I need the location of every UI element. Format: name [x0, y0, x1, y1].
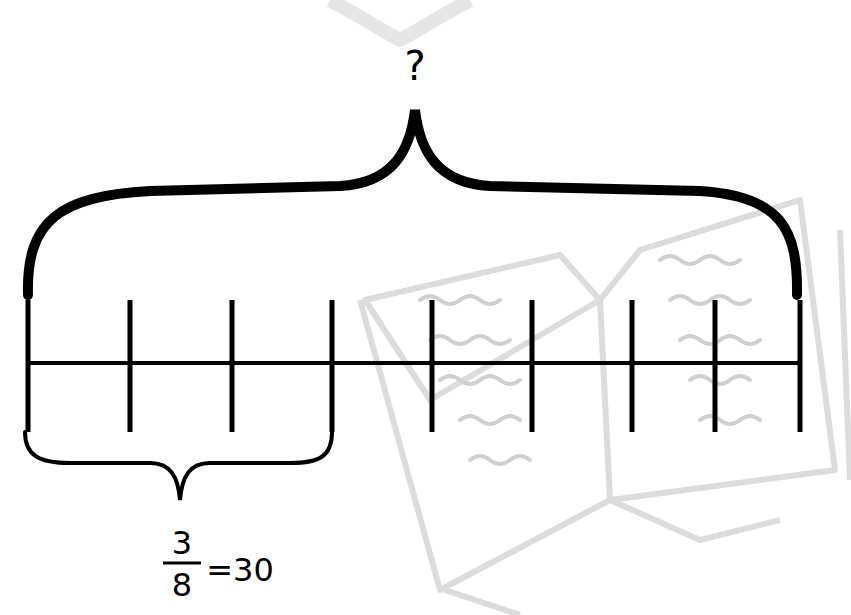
fraction-denominator: 8: [172, 569, 192, 601]
book-watermark: [330, 0, 850, 615]
fraction-numerator: 3: [172, 527, 192, 559]
fraction-bar: [163, 562, 201, 565]
equals-value: =30: [206, 554, 274, 586]
tape-line: [28, 361, 800, 365]
bottom-brace: [25, 432, 332, 500]
top-brace: [28, 110, 797, 295]
book-scribbles: [420, 256, 760, 464]
unknown-total: ?: [404, 46, 425, 86]
tick-marks: [28, 300, 800, 432]
